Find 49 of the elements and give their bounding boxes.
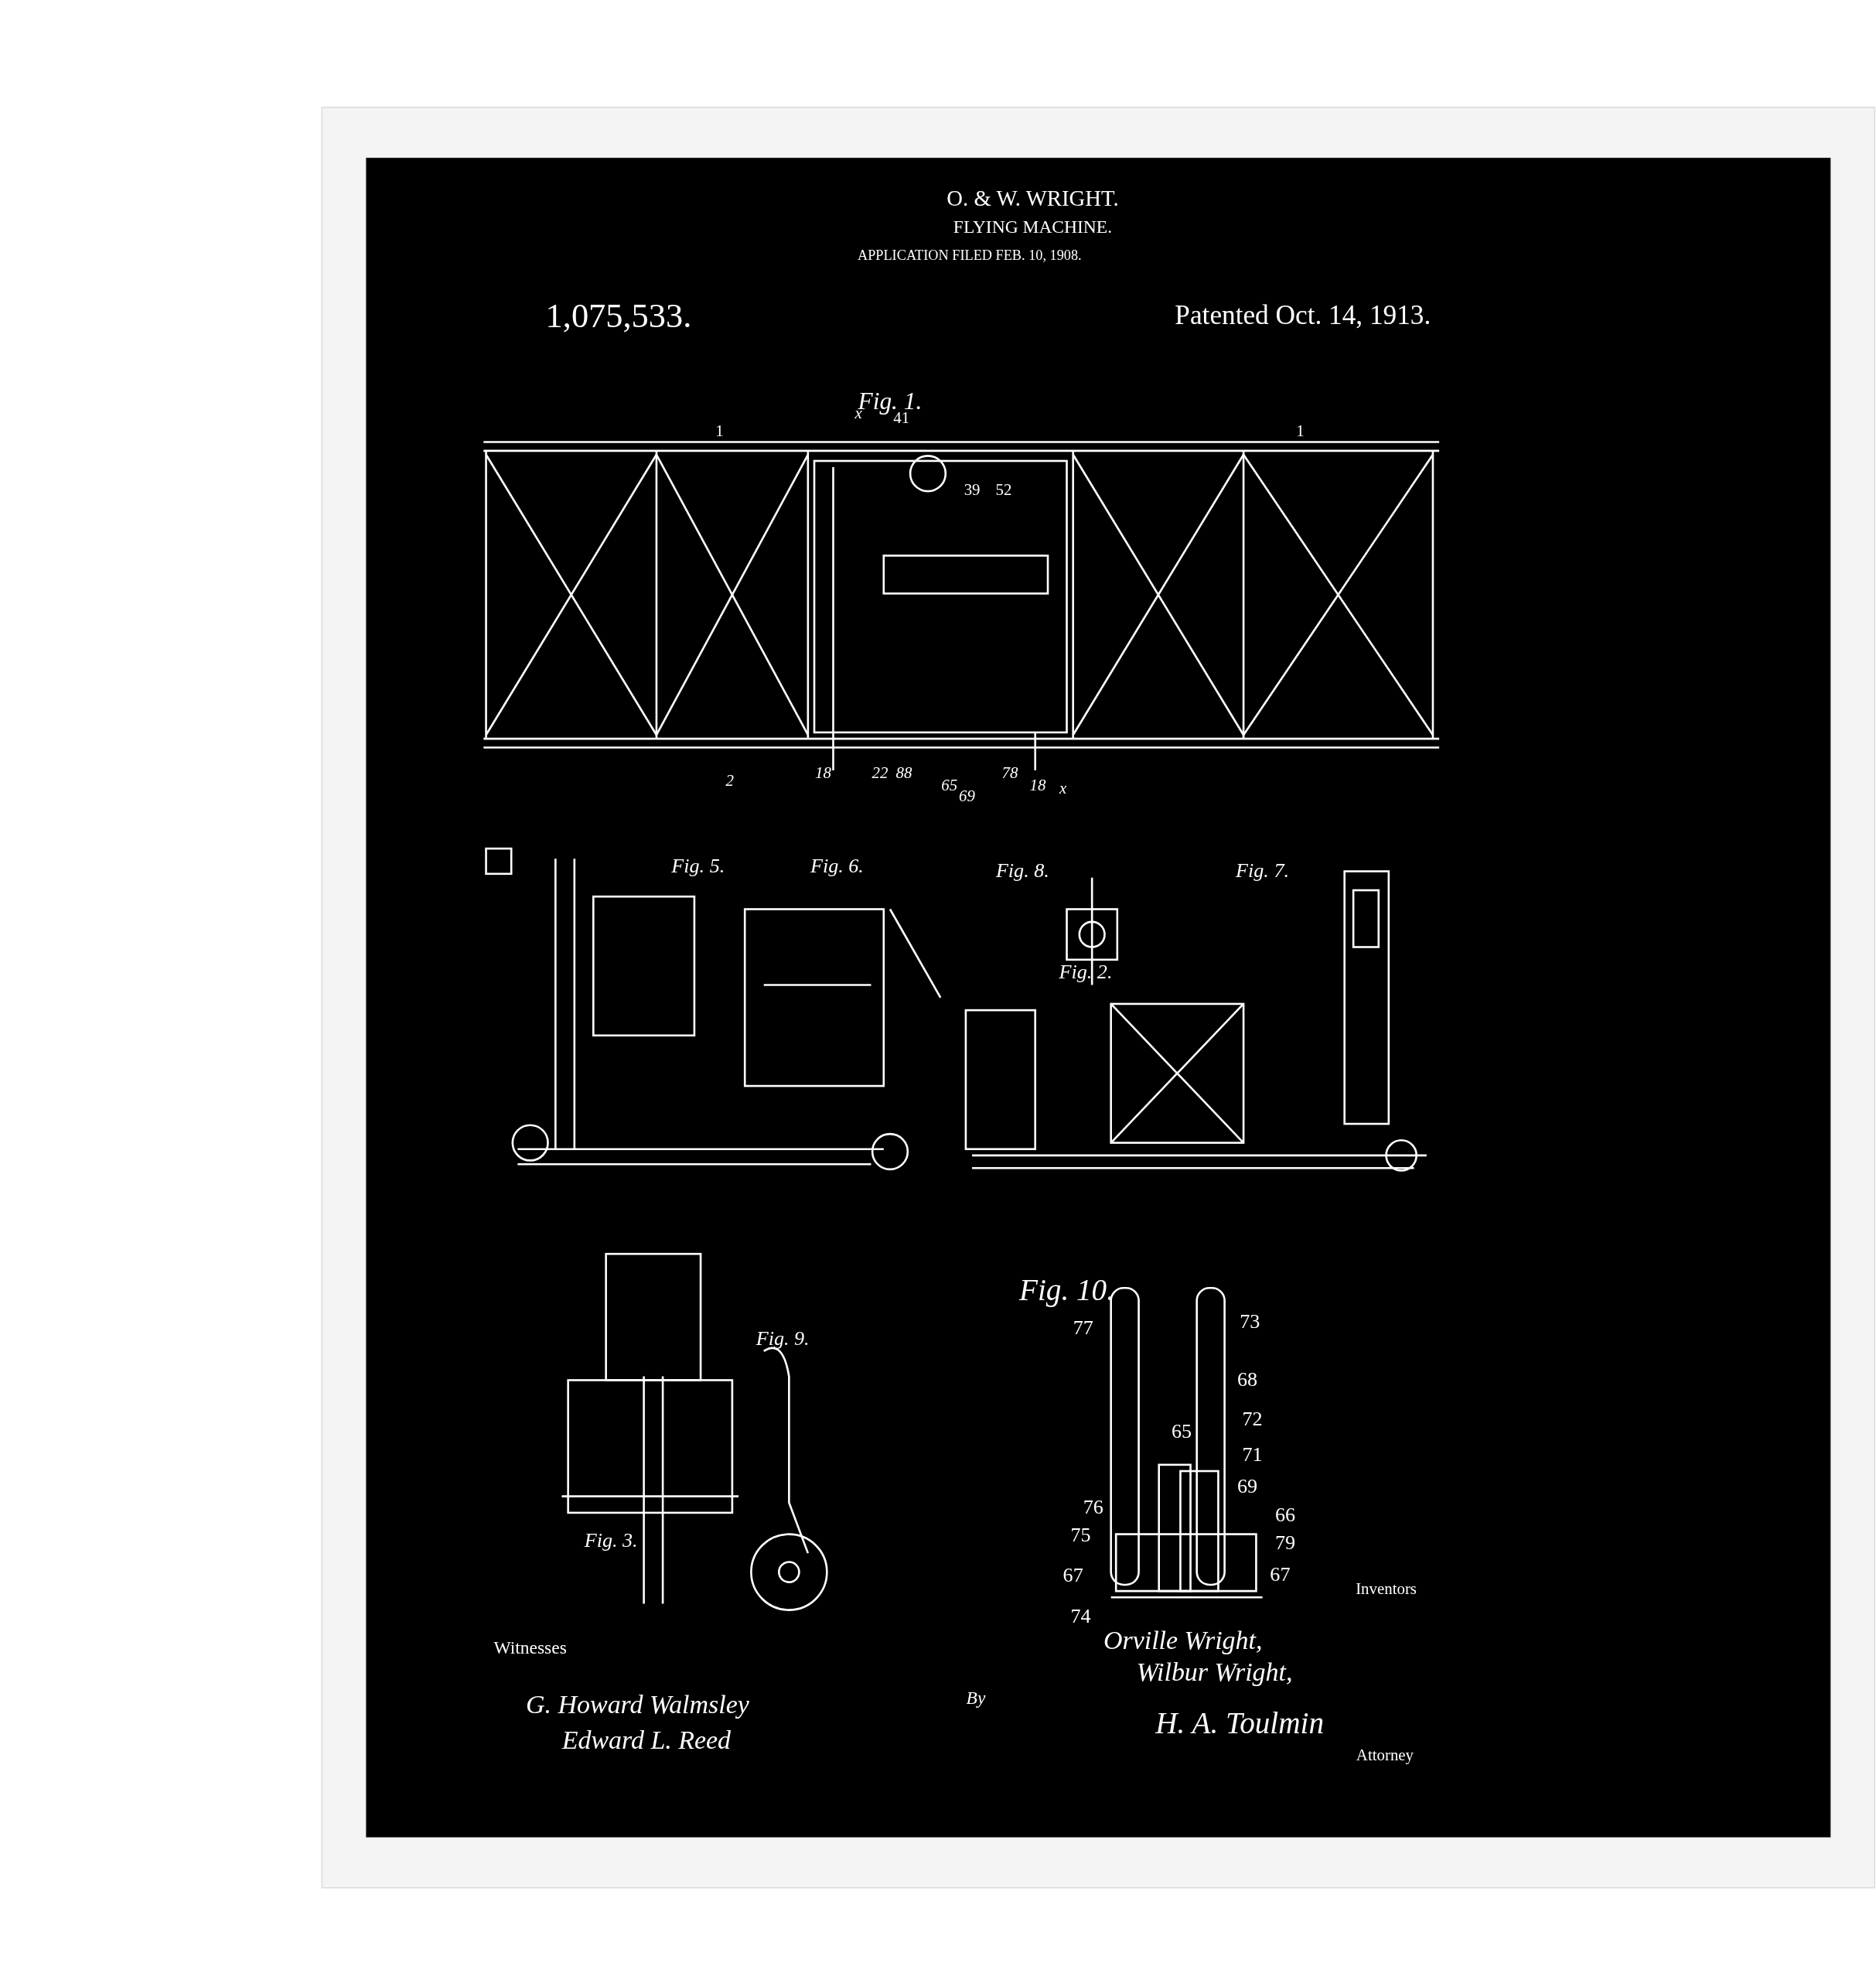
callout-number: 69: [1236, 1476, 1257, 1497]
callout-number: 2: [725, 772, 734, 789]
callout-number: 18: [1029, 777, 1046, 794]
figure-label: Fig. 6.: [810, 855, 864, 876]
figure-label: Fig. 2.: [1059, 962, 1113, 983]
callout-number: 79: [1274, 1532, 1295, 1554]
callout-number: 65: [941, 777, 958, 794]
callout-number: 52: [995, 482, 1012, 498]
signature-text: G. Howard Walmsley: [526, 1692, 749, 1718]
figure-label: Fig. 8.: [995, 861, 1049, 882]
callout-number: 22: [871, 764, 889, 781]
patent-subtitle: FLYING MACHINE.: [953, 218, 1113, 237]
application-date: APPLICATION FILED FEB. 10, 1908.: [857, 248, 1082, 262]
callout-number: x: [1059, 780, 1067, 797]
callout-number: 78: [1001, 764, 1018, 781]
callout-number: 74: [1070, 1606, 1091, 1627]
callout-number: 68: [1236, 1370, 1257, 1391]
callout-number: 65: [1172, 1422, 1192, 1442]
callout-number: 88: [895, 764, 912, 781]
signature-text: Orville Wright,: [1103, 1627, 1263, 1654]
signature-text: H. A. Toulmin: [1155, 1708, 1324, 1739]
caption-text: Inventors: [1356, 1580, 1417, 1597]
callout-number: 1: [715, 422, 724, 439]
callout-number: 1: [1296, 422, 1305, 439]
caption-text: Witnesses: [493, 1638, 567, 1657]
callout-number: 75: [1070, 1525, 1091, 1546]
figure-label: Fig. 9.: [756, 1328, 810, 1349]
callout-number: 18: [815, 764, 831, 781]
callout-number: 67: [1062, 1565, 1083, 1586]
patent-number: 1,075,533.: [545, 298, 692, 333]
callout-number: 77: [1073, 1318, 1093, 1339]
figure-label: Fig. 7.: [1236, 861, 1289, 882]
callout-number: 76: [1083, 1497, 1103, 1518]
caption-text: Attorney: [1356, 1746, 1414, 1763]
callout-number: 66: [1274, 1505, 1295, 1526]
signature-text: Edward L. Reed: [561, 1726, 732, 1753]
caption-text: By: [966, 1689, 986, 1708]
callout-number: 39: [964, 482, 981, 498]
callout-number: 71: [1242, 1444, 1263, 1465]
callout-number: 72: [1242, 1408, 1263, 1430]
patent-date: Patented Oct. 14, 1913.: [1175, 302, 1431, 329]
figure-label: Fig. 5.: [671, 855, 725, 876]
figure-label: Fig. 10.: [1019, 1275, 1114, 1306]
patent-heading: O. & W. WRIGHT.: [947, 186, 1119, 210]
callout-number: 73: [1240, 1312, 1260, 1333]
figure-label: Fig. 3.: [584, 1530, 638, 1551]
callout-number: 67: [1270, 1564, 1291, 1585]
callout-number: 69: [959, 787, 975, 804]
signature-text: Wilbur Wright,: [1136, 1658, 1293, 1685]
